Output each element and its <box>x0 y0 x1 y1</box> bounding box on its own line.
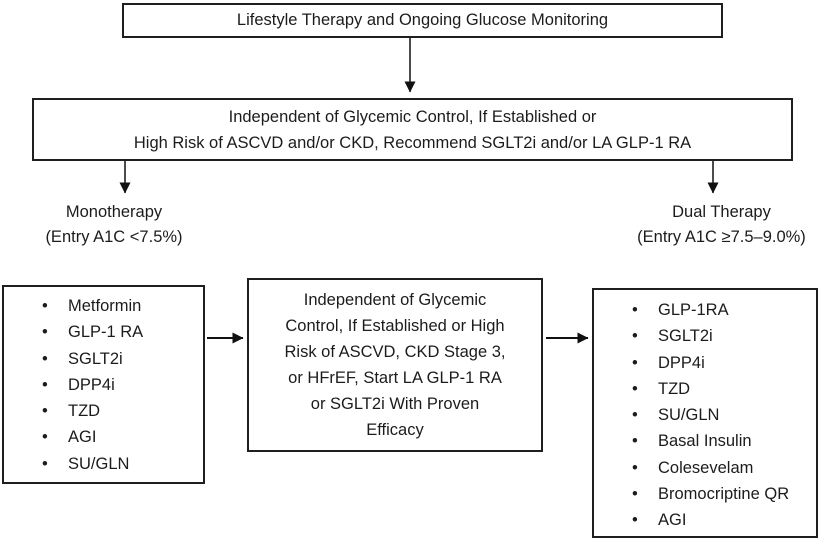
monotherapy-options-box: • Metformin • GLP-1 RA • SGLT2i • DPP4i … <box>2 285 205 484</box>
drug-name: TZD <box>68 402 101 421</box>
drug-list-item: • Colesevelam <box>632 455 812 481</box>
drug-name: DPP4i <box>658 353 705 372</box>
box-text-line: Independent of Glycemic <box>303 291 487 309</box>
bullet-icon: • <box>632 458 638 477</box>
bullet-icon: • <box>42 375 48 394</box>
drug-list-item: • TZD <box>42 398 199 424</box>
drug-name: SU/GLN <box>68 454 130 473</box>
drug-name: Colesevelam <box>658 458 754 477</box>
box-text-line: High Risk of ASCVD and/or CKD, Recommend… <box>133 133 692 152</box>
bullet-icon: • <box>632 353 638 372</box>
bullet-icon: • <box>632 406 638 425</box>
drug-list-item: • DPP4i <box>632 350 812 376</box>
drug-list-item: • SGLT2i <box>42 346 199 372</box>
drug-list-item: • Metformin <box>42 293 199 319</box>
drug-list-item: • AGI <box>632 507 812 533</box>
drug-list-item: • Basal Insulin <box>632 428 812 454</box>
monotherapy-entry-criteria: (Entry A1C <7.5%) <box>45 228 183 246</box>
drug-name: AGI <box>658 511 687 530</box>
box-text-line: or HFrEF, Start LA GLP-1 RA <box>288 369 502 387</box>
box-text-line: Independent of Glycemic Control, If Esta… <box>228 107 597 126</box>
lifestyle-therapy-box: Lifestyle Therapy and Ongoing Glucose Mo… <box>122 3 723 38</box>
dual-therapy-title: Dual Therapy <box>672 203 771 221</box>
bullet-icon: • <box>42 428 48 447</box>
bullet-icon: • <box>632 511 638 530</box>
monotherapy-title: Monotherapy <box>65 203 163 221</box>
bullet-icon: • <box>632 327 638 346</box>
lifestyle-therapy-text: Lifestyle Therapy and Ongoing Glucose Mo… <box>236 11 609 29</box>
drug-name: SGLT2i <box>68 349 123 368</box>
box-text-line: Risk of ASCVD, CKD Stage 3, <box>284 343 506 361</box>
drug-name: DPP4i <box>68 375 115 394</box>
dual-therapy-options-box: • GLP-1RA • SGLT2i • DPP4i • TZD • SU/GL… <box>592 288 818 538</box>
drug-name: AGI <box>68 428 97 447</box>
monotherapy-drug-list: • Metformin • GLP-1 RA • SGLT2i • DPP4i … <box>4 293 203 477</box>
drug-name: Metformin <box>68 297 142 315</box>
drug-list-item: • DPP4i <box>42 372 199 398</box>
drug-list-item: • TZD <box>632 376 812 402</box>
bullet-icon: • <box>632 432 638 451</box>
dual-therapy-drug-list: • GLP-1RA • SGLT2i • DPP4i • TZD • SU/GL… <box>594 297 816 534</box>
drug-name: TZD <box>658 379 691 398</box>
bullet-icon: • <box>632 379 638 398</box>
box-text-line: Control, If Established or High <box>285 317 505 335</box>
drug-list-item: • SU/GLN <box>42 451 199 477</box>
bullet-icon: • <box>632 485 638 504</box>
bullet-icon: • <box>42 323 48 342</box>
drug-list-item: • GLP-1 RA <box>42 319 199 345</box>
bullet-icon: • <box>42 402 48 421</box>
bullet-icon: • <box>42 349 48 368</box>
drug-name: GLP-1RA <box>658 301 729 319</box>
drug-list-item: • SGLT2i <box>632 323 812 349</box>
drug-name: SU/GLN <box>658 406 720 425</box>
drug-name: GLP-1 RA <box>68 323 144 342</box>
drug-list-item: • Bromocriptine QR <box>632 481 812 507</box>
drug-list-item: • SU/GLN <box>632 402 812 428</box>
dual-therapy-branch-label: Dual Therapy (Entry A1C ≥7.5–9.0%) <box>614 200 829 250</box>
bullet-icon: • <box>42 454 48 473</box>
bullet-icon: • <box>632 301 638 319</box>
drug-list-item: • AGI <box>42 424 199 450</box>
drug-name: SGLT2i <box>658 327 713 346</box>
dual-therapy-entry-criteria: (Entry A1C ≥7.5–9.0%) <box>637 228 806 246</box>
box-text-line: or SGLT2i With Proven <box>310 395 480 413</box>
drug-name: Bromocriptine QR <box>658 485 790 504</box>
drug-list-item: • GLP-1RA <box>632 297 812 323</box>
bullet-icon: • <box>42 297 48 315</box>
monotherapy-branch-label: Monotherapy (Entry A1C <7.5%) <box>8 200 220 250</box>
box-text-line: Efficacy <box>366 421 424 439</box>
independent-glycemic-box: Independent of Glycemic Control, If Esta… <box>32 98 793 161</box>
drug-name: Basal Insulin <box>658 432 752 451</box>
